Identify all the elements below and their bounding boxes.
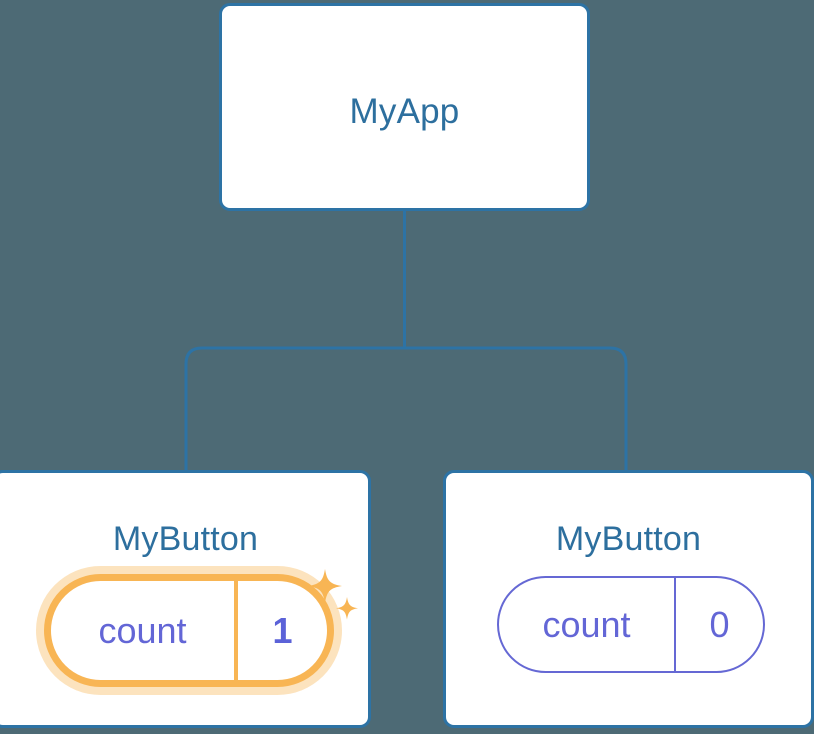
tree-node-root[interactable]: MyApp <box>219 3 590 211</box>
state-pill-wrapper-left: count 1 <box>44 574 334 687</box>
tree-node-mybutton-right[interactable]: MyButton count 0 <box>443 470 814 728</box>
node-label-mybutton-right: MyButton <box>555 520 702 558</box>
state-key-left: count <box>98 609 187 651</box>
state-pill-left[interactable]: count 1 <box>44 574 334 687</box>
state-value-right: 0 <box>674 578 763 671</box>
state-pill-right[interactable]: count 0 <box>497 576 765 673</box>
tree-node-mybutton-left[interactable]: MyButton count 1 <box>0 470 371 728</box>
state-value-left: 1 <box>234 581 327 680</box>
edge-to-child-0 <box>184 346 405 472</box>
node-label-root: MyApp <box>349 92 460 131</box>
sparkle-small-icon <box>336 597 358 620</box>
state-pill-wrapper-right: count 0 <box>497 576 765 673</box>
node-label-mybutton-left: MyButton <box>112 520 259 558</box>
state-key-right: count <box>542 603 631 645</box>
edge-to-child-1 <box>404 346 628 472</box>
